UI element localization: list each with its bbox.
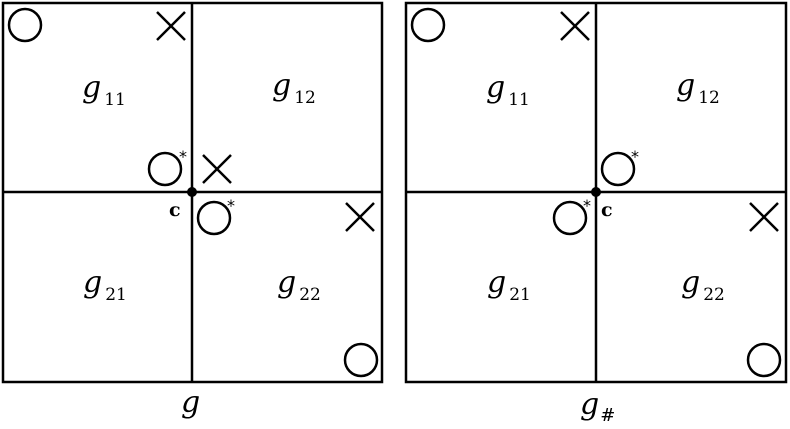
cross-marker-right <box>345 202 375 232</box>
diagram-caption: g# <box>580 387 615 426</box>
cross-marker-top <box>560 11 590 41</box>
cross-marker-center <box>202 154 232 184</box>
star-mark: * <box>631 147 639 166</box>
star-mark: * <box>583 196 591 215</box>
starred-circle-marker <box>600 151 636 187</box>
center-point <box>591 187 601 197</box>
circle-marker-topleft <box>410 7 446 43</box>
diagram-caption: g <box>181 385 200 420</box>
center-label: c <box>169 199 181 221</box>
center-point <box>187 187 197 197</box>
starred-circle-marker <box>196 200 232 236</box>
star-mark: * <box>227 196 235 215</box>
circle-marker-bottomright <box>746 342 782 378</box>
star-mark: * <box>179 147 187 166</box>
starred-circle-marker <box>552 200 588 236</box>
center-label: c <box>601 199 613 221</box>
circle-marker-topleft <box>7 7 43 43</box>
circle-marker-bottomright <box>343 342 379 378</box>
starred-circle-marker <box>147 151 183 187</box>
cross-marker-top <box>156 11 186 41</box>
cross-marker-right <box>749 202 779 232</box>
